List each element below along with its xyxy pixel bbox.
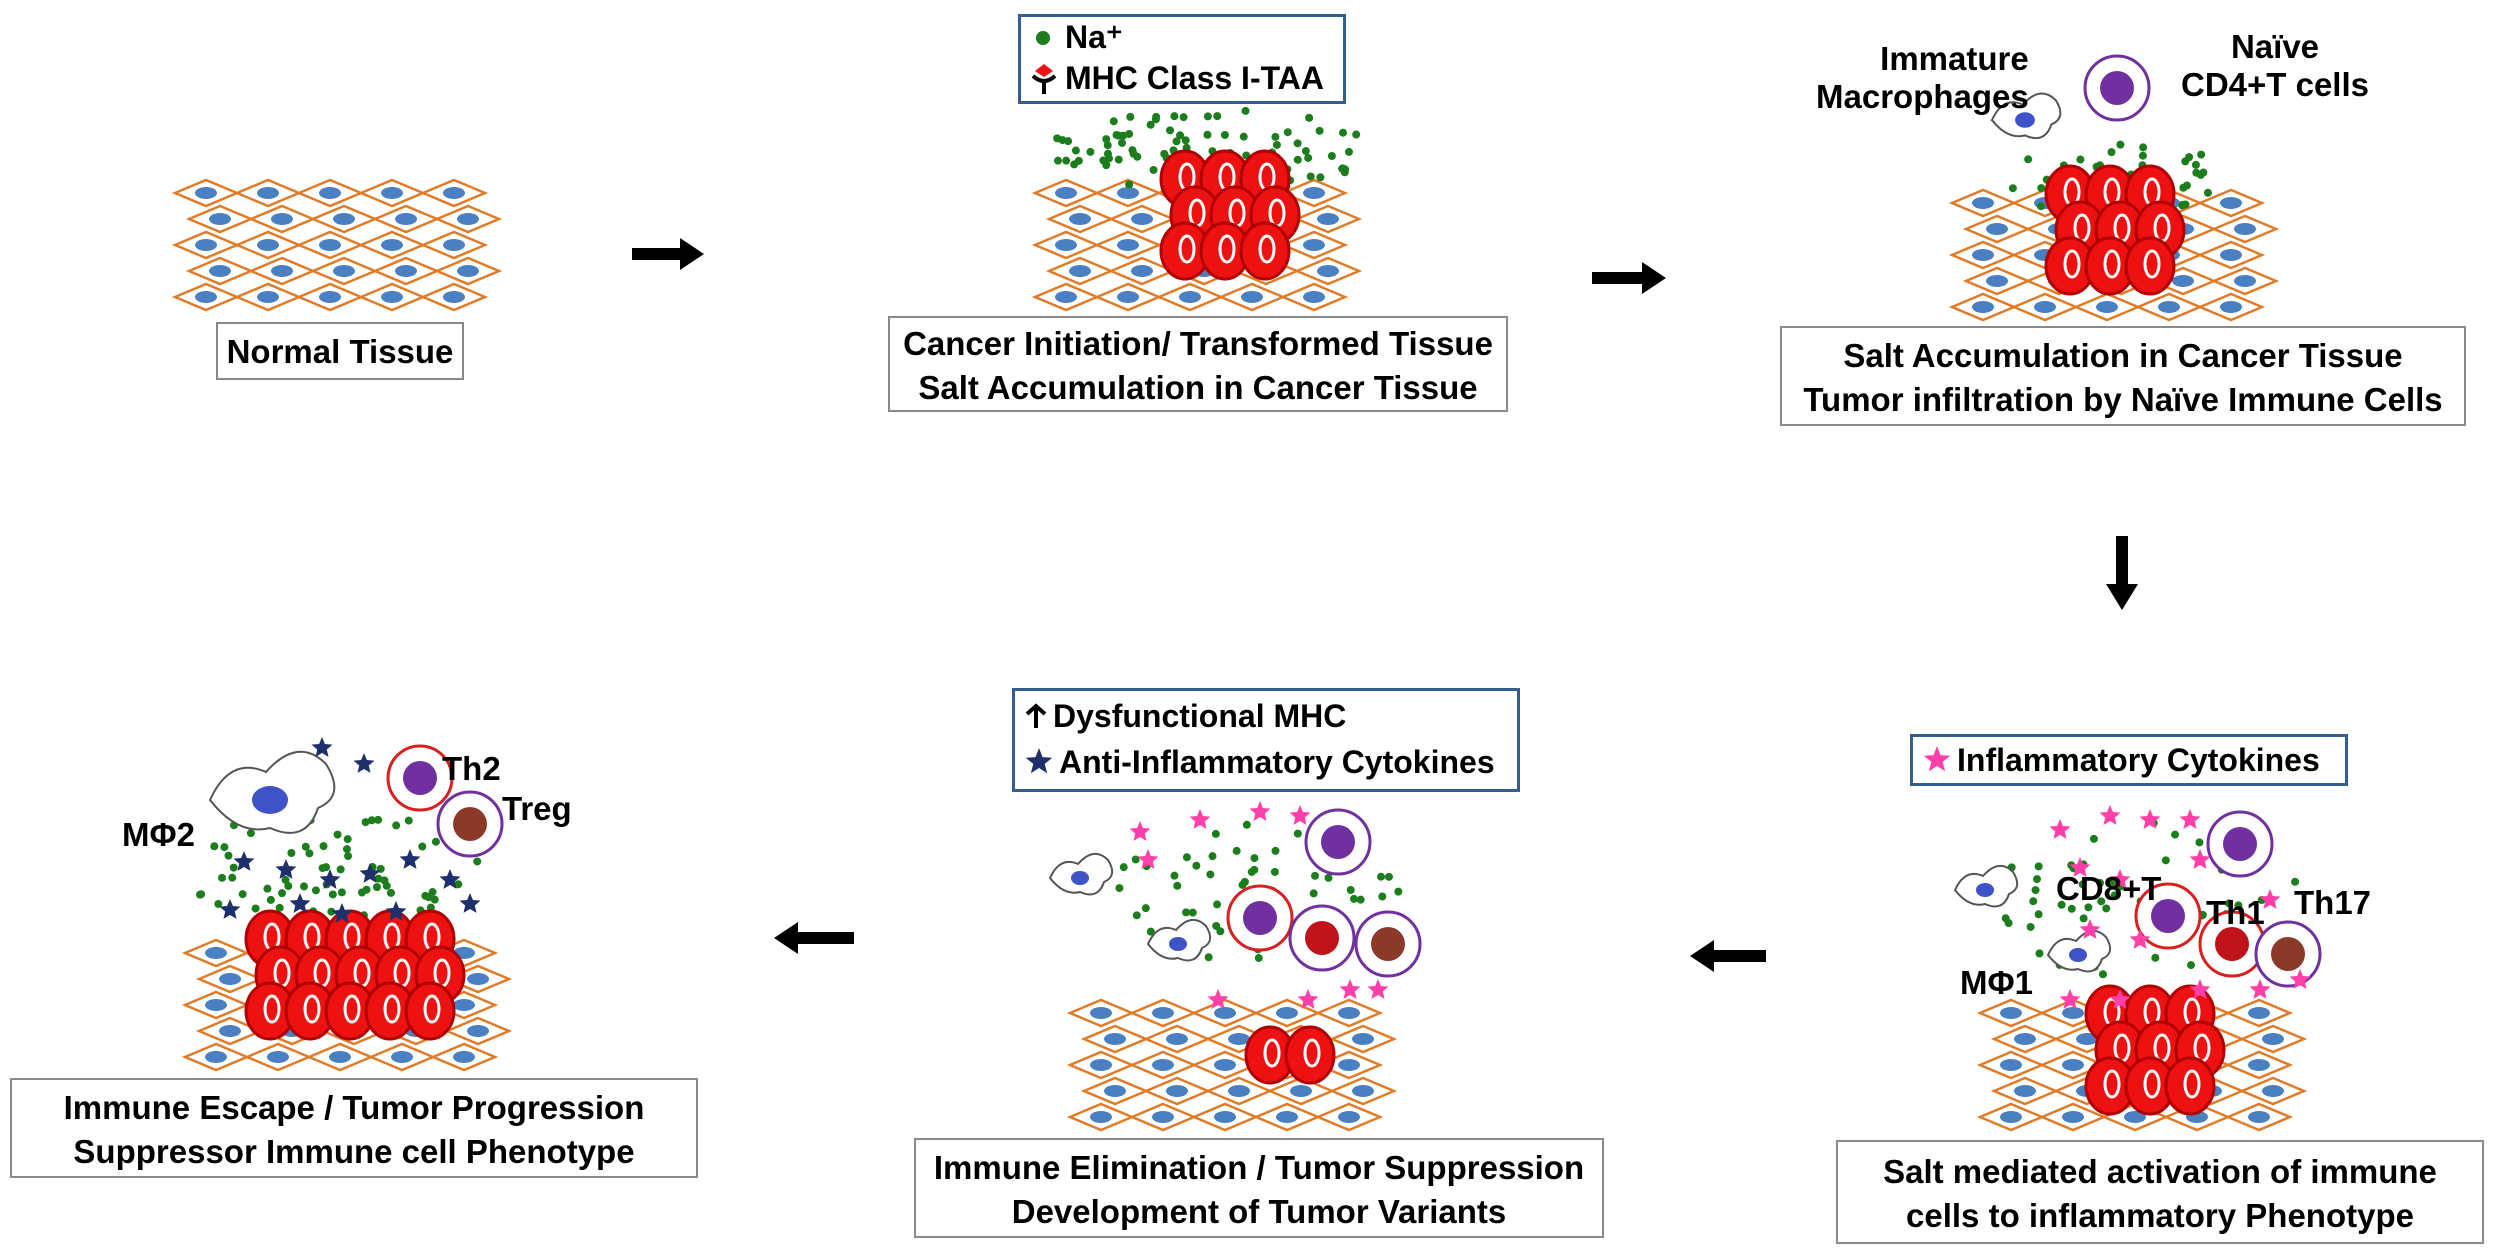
anti-inflammatory-stars-stage6 <box>219 737 481 923</box>
na-dot-icon <box>1036 31 1050 45</box>
legend-inflammatory-label: Inflammatory Cytokines <box>1957 741 2320 778</box>
caption-line: Development of Tumor Variants <box>1011 1193 1507 1230</box>
mphi1-macrophage <box>2046 930 2112 973</box>
legend-dysfunctional-anti: Dysfunctional MHC Anti-Inflammatory Cyto… <box>1012 688 1520 792</box>
immature-macrophage <box>1990 92 2062 140</box>
caption-line: Salt Accumulation in Cancer Tissue <box>918 369 1478 406</box>
flow-arrow-5-to-6 <box>774 922 854 954</box>
cd8-t-cell <box>2134 882 2202 950</box>
mhc-receptor-icon <box>1031 64 1057 94</box>
th1-cell-stage5 <box>1288 904 1356 972</box>
inflammatory-stars-stage4 <box>2049 805 2311 1009</box>
legend-na-label: Na⁺ <box>1065 19 1123 55</box>
label-line: CD4+T cells <box>2180 66 2369 103</box>
label-cd8: CD8+T <box>2056 870 2162 907</box>
tumor-cell <box>2124 236 2176 296</box>
immature-macrophage-stage5 <box>1048 853 1114 896</box>
inflammatory-stars-stage5 <box>1129 801 1389 1009</box>
stage-caption-salt-infiltration: Salt Accumulation in Cancer Tissue Tumor… <box>1780 326 2466 426</box>
label-line: Macrophages <box>1816 78 2029 115</box>
th17-cell <box>2254 920 2322 988</box>
flow-arrow-2-to-3 <box>1592 262 1666 294</box>
treg-cell <box>436 790 504 858</box>
caption-line: Immune Elimination / Tumor Suppression <box>933 1149 1585 1186</box>
label-naive-cd4: Naïve CD4+T cells <box>2160 28 2390 104</box>
immature-macrophage-stage4 <box>1953 865 2019 908</box>
legend-na-mhc: Na⁺ MHC Class I-TAA <box>1018 14 1346 104</box>
tumor-cell <box>404 981 456 1041</box>
tumor-cell <box>1284 1025 1336 1085</box>
caption-line: Suppressor Immune cell Phenotype <box>73 1133 635 1170</box>
caption-line: Normal Tissue <box>226 333 454 370</box>
legend-inflammatory: Inflammatory Cytokines <box>1910 734 2348 786</box>
tumor-cell <box>244 981 296 1041</box>
dysfunctional-mhc-icon <box>1025 703 1047 728</box>
th1-cell <box>2198 910 2266 978</box>
tumor-cell <box>1239 221 1291 281</box>
stage-caption-immune-elimination: Immune Elimination / Tumor Suppression D… <box>914 1138 1604 1238</box>
stage-caption-cancer-initiation: Cancer Initiation/ Transformed Tissue Sa… <box>888 316 1508 412</box>
legend-mhc-label: MHC Class I-TAA <box>1065 59 1324 96</box>
flow-arrow-4-to-5 <box>1690 940 1766 972</box>
th17-cell-stage5 <box>1354 910 1422 978</box>
caption-line: Cancer Initiation/ Transformed Tissue <box>903 325 1493 362</box>
caption-line: Tumor infiltration by Naïve Immune Cells <box>1803 381 2443 418</box>
tumor-cell <box>2044 236 2096 296</box>
stage-caption-salt-activation: Salt mediated activation of immune cells… <box>1836 1140 2484 1244</box>
normal-tissue-grid <box>171 178 503 312</box>
stage-caption-normal-tissue: Normal Tissue <box>216 322 464 380</box>
cd8-t-cell-stage5 <box>1226 884 1294 952</box>
label-th2: Th2 <box>442 750 501 787</box>
caption-line: cells to inflammatory Phenotype <box>1906 1197 2414 1234</box>
stage-caption-immune-escape: Immune Escape / Tumor Progression Suppre… <box>10 1078 698 1178</box>
flow-arrow-1-to-2 <box>632 238 704 270</box>
tumor-cell <box>2164 1056 2216 1116</box>
label-treg: Treg <box>502 790 572 827</box>
label-th17: Th17 <box>2294 884 2372 921</box>
tumor-cell <box>2084 236 2136 296</box>
naive-t-cell-stage5 <box>1304 808 1372 876</box>
caption-line: Immune Escape / Tumor Progression <box>63 1089 645 1126</box>
label-immature-macrophages: Immature Macrophages <box>1816 40 2029 116</box>
caption-line: Salt Accumulation in Cancer Tissue <box>1843 337 2403 374</box>
naive-cd4-t-cell <box>2083 54 2151 122</box>
label-mphi1: MΦ1 <box>1960 964 2033 1001</box>
anti-inflammatory-star-icon <box>1025 748 1053 774</box>
label-th1: Th1 <box>2206 894 2265 931</box>
legend-anti-label: Anti-Inflammatory Cytokines <box>1059 743 1495 780</box>
mphi2-macrophage <box>208 750 336 834</box>
mphi1-macrophage-stage5 <box>1146 919 1212 962</box>
label-line: Immature <box>1880 40 2029 77</box>
flow-arrow-3-to-4 <box>2106 536 2138 610</box>
th2-cell <box>386 744 454 812</box>
naive-t-cell-stage4 <box>2206 810 2274 878</box>
caption-line: Salt mediated activation of immune <box>1883 1153 2437 1190</box>
inflammatory-star-icon <box>1923 746 1951 772</box>
legend-dysfunctional-label: Dysfunctional MHC <box>1053 697 1347 734</box>
label-mphi2: MΦ2 <box>122 816 195 853</box>
tissue-grid-stage5 <box>1066 998 1398 1132</box>
label-line: Naïve <box>2230 28 2320 65</box>
